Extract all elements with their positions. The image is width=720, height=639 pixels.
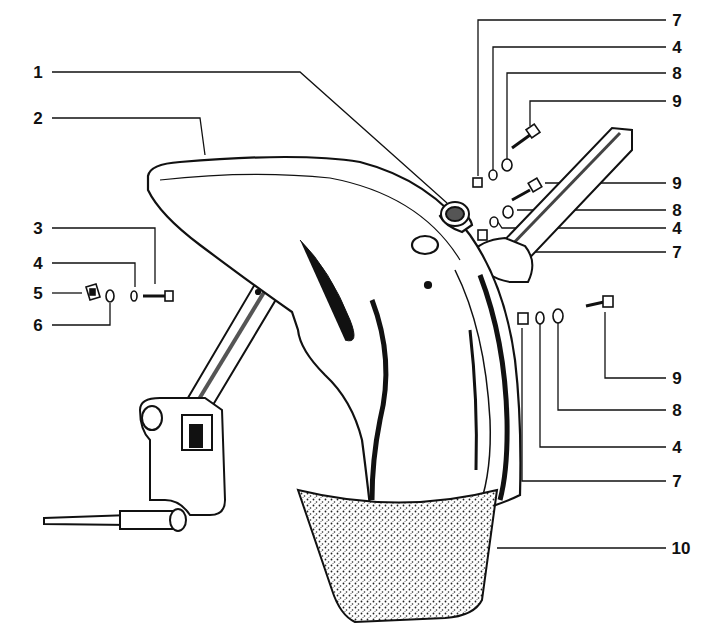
callout-number: 3 [33, 220, 42, 237]
callout-number: 9 [672, 175, 681, 192]
callout-number: 10 [672, 540, 691, 557]
callout-number: 7 [672, 244, 681, 261]
callout-number: 9 [672, 370, 681, 387]
callout-number: 8 [672, 402, 681, 419]
callout-number: 8 [672, 202, 681, 219]
callout-number: 7 [672, 12, 681, 29]
callout-number: 5 [33, 285, 42, 302]
callout-number: 4 [672, 39, 681, 56]
callout-number: 4 [33, 255, 42, 272]
callout-number: 7 [672, 473, 681, 490]
callout-number: 6 [33, 317, 42, 334]
callout-number: 9 [672, 93, 681, 110]
leader-lines [52, 20, 666, 548]
callout-number: 4 [672, 439, 681, 456]
callout-number: 8 [672, 65, 681, 82]
callout-number: 2 [33, 110, 42, 127]
callout-number: 4 [672, 220, 681, 237]
callout-number: 1 [33, 64, 42, 81]
